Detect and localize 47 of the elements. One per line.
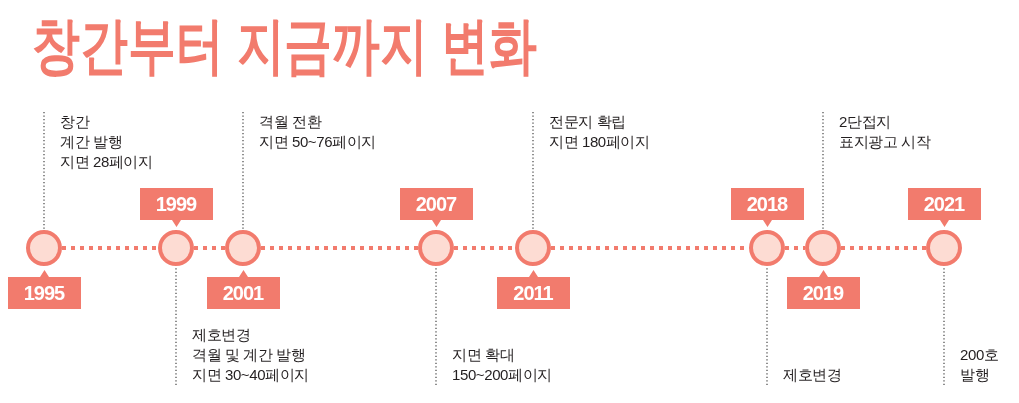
title-heading: 창간부터 지금까지 변화	[32, 10, 537, 82]
timeline-dot	[749, 230, 785, 266]
timeline-connector	[261, 246, 418, 250]
event-note: 지면 28페이지	[60, 152, 153, 172]
timeline-connector	[62, 246, 158, 250]
year-callout: 2001	[206, 269, 280, 309]
timeline-dot	[926, 230, 962, 266]
leader-line	[242, 111, 244, 231]
year-callout: 2018	[730, 188, 804, 228]
event-note: 지면 50~76페이지	[259, 132, 376, 152]
leader-line	[822, 111, 824, 231]
timeline-dot	[225, 230, 261, 266]
timeline-dot	[805, 230, 841, 266]
leader-line	[43, 111, 45, 231]
event-note: 제호변경	[192, 325, 252, 345]
year-callout: 2019	[786, 269, 860, 309]
event-note: 지면 확대	[452, 345, 516, 365]
year-callout: 2007	[399, 188, 473, 228]
event-note: 창간	[60, 112, 91, 132]
event-note: 제호변경	[783, 365, 842, 385]
year-callout: 2021	[907, 188, 981, 228]
leader-line	[943, 265, 945, 386]
leader-line	[435, 265, 437, 386]
event-note: 계간 발행	[60, 132, 124, 152]
event-note: 지면 30~40페이지	[192, 365, 309, 385]
year-callout: 1995	[7, 269, 81, 309]
timeline-connector	[454, 246, 515, 250]
timeline-dot	[418, 230, 454, 266]
timeline-dot	[158, 230, 194, 266]
event-note: 지면 180페이지	[549, 132, 650, 152]
timeline-dot	[26, 230, 62, 266]
event-note: 2단접지	[839, 112, 892, 132]
event-note: 격월 및 계간 발행	[192, 345, 307, 365]
event-note: 표지광고 시작	[839, 132, 931, 152]
year-callout: 1999	[139, 188, 213, 228]
event-note: 150~200페이지	[452, 365, 552, 385]
leader-line	[175, 265, 177, 386]
event-note: 200호 발행	[960, 345, 1000, 385]
leader-line	[532, 111, 534, 231]
leader-line	[766, 265, 768, 386]
event-note: 격월 전환	[259, 112, 323, 132]
timeline-connector	[194, 246, 225, 250]
year-callout: 2011	[496, 269, 570, 309]
event-note: 전문지 확립	[549, 112, 627, 132]
timeline-connector	[785, 246, 805, 250]
timeline-connector	[841, 246, 926, 250]
timeline-dot	[515, 230, 551, 266]
